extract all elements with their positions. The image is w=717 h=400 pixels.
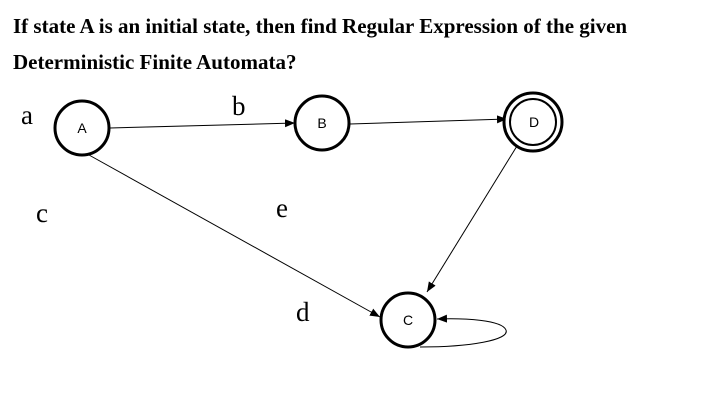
state-a-label: A: [77, 120, 87, 136]
edge-label-a: a: [21, 100, 33, 130]
edge-label-b: b: [232, 91, 246, 121]
edge-label-e: e: [276, 193, 288, 223]
edge-label-c: c: [36, 198, 48, 228]
state-a: A: [53, 99, 111, 157]
edge-label-d: d: [296, 297, 310, 327]
state-d-label: D: [529, 114, 539, 130]
question-text: If state A is an initial state, then fin…: [13, 8, 713, 80]
edge-a-to-b: [109, 119, 296, 129]
question-line-1: If state A is an initial state, then fin…: [13, 14, 628, 38]
state-b: B: [293, 94, 351, 152]
question-line-2: Deterministic Finite Automata?: [13, 50, 297, 74]
edge-b-to-d: [349, 115, 508, 125]
edge-d-to-c: [426, 145, 518, 293]
edge-a-to-c: [88, 154, 381, 318]
state-c-label: C: [403, 312, 413, 328]
state-b-label: B: [317, 115, 326, 131]
state-d: D: [502, 91, 564, 153]
state-c: C: [379, 291, 437, 349]
edge-c-self-loop: [419, 314, 507, 348]
